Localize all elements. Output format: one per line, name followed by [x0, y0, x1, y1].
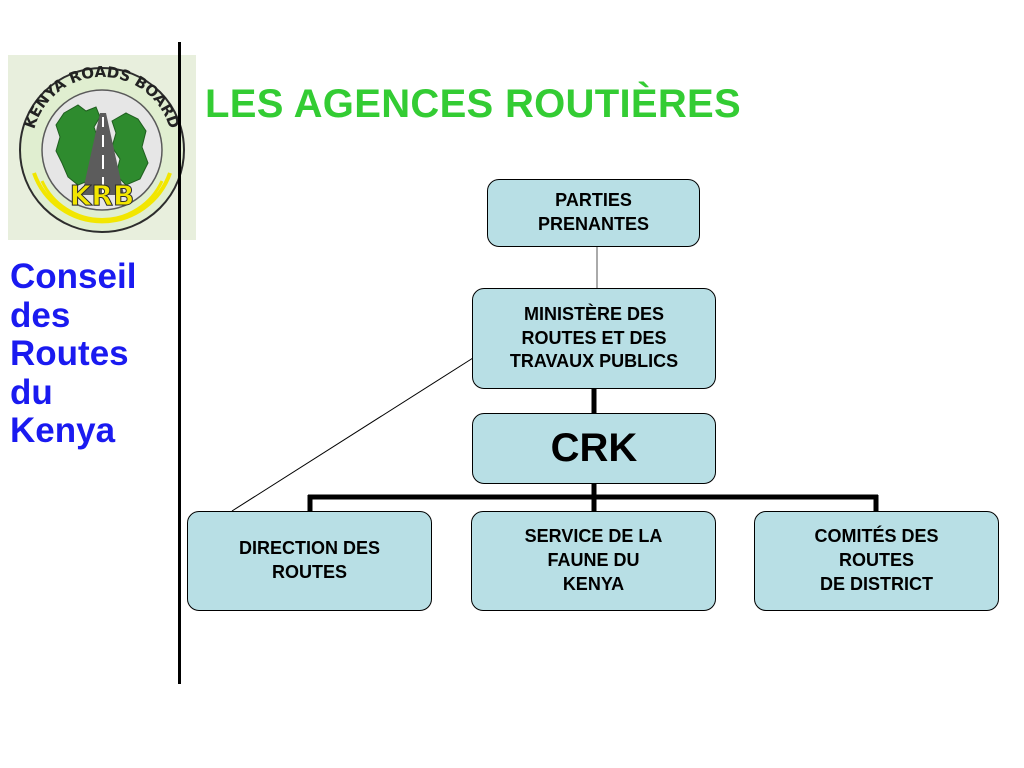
parties-line-1: PARTIES — [555, 190, 632, 211]
comites-line-3: DE DISTRICT — [819, 573, 933, 594]
road-icon — [82, 113, 124, 195]
faune-line-1: SERVICE DE LA — [524, 526, 663, 547]
slide-title: LES AGENCES ROUTIÈRES — [205, 82, 742, 126]
box-crk: CRK — [472, 413, 716, 484]
org-name-line-4: du — [10, 372, 53, 412]
org-name-line-5: Kenya — [10, 411, 116, 450]
ministere-line-1: MINISTÈRE DES — [523, 303, 665, 324]
connector-ministere-direction — [231, 357, 474, 512]
organization-name: Conseil des Routes du Kenya — [10, 257, 175, 451]
kenya-roads-board-logo: KENYA ROADS BOARD KRB — [8, 55, 196, 240]
org-name-line-3: Routes — [10, 334, 129, 373]
crk-label: CRK — [550, 426, 638, 471]
org-name-line-2: des — [10, 295, 71, 335]
org-name-line-1: Conseil — [10, 257, 137, 296]
comites-line-1: COMITÉS DES — [814, 526, 939, 547]
box-ministere: MINISTÈRE DES ROUTES ET DES TRAVAUX PUBL… — [472, 288, 716, 389]
svg-text:KRB: KRB — [70, 179, 135, 212]
vertical-divider — [178, 42, 181, 684]
faune-line-2: FAUNE DU — [547, 550, 640, 571]
box-comites-des-routes: COMITÉS DES ROUTES DE DISTRICT — [754, 511, 999, 611]
box-parties-prenantes: PARTIES PRENANTES — [487, 179, 700, 247]
ministere-line-3: TRAVAUX PUBLICS — [509, 351, 679, 372]
direction-line-1: DIRECTION DES — [238, 538, 380, 559]
direction-line-2: ROUTES — [271, 562, 347, 582]
parties-line-2: PRENANTES — [537, 214, 649, 234]
ministere-line-2: ROUTES ET DES — [521, 327, 667, 348]
box-service-faune: SERVICE DE LA FAUNE DU KENYA — [471, 511, 716, 611]
faune-line-3: KENYA — [562, 573, 625, 594]
comites-line-2: ROUTES — [838, 550, 914, 571]
box-direction-des-routes: DIRECTION DES ROUTES — [187, 511, 432, 611]
